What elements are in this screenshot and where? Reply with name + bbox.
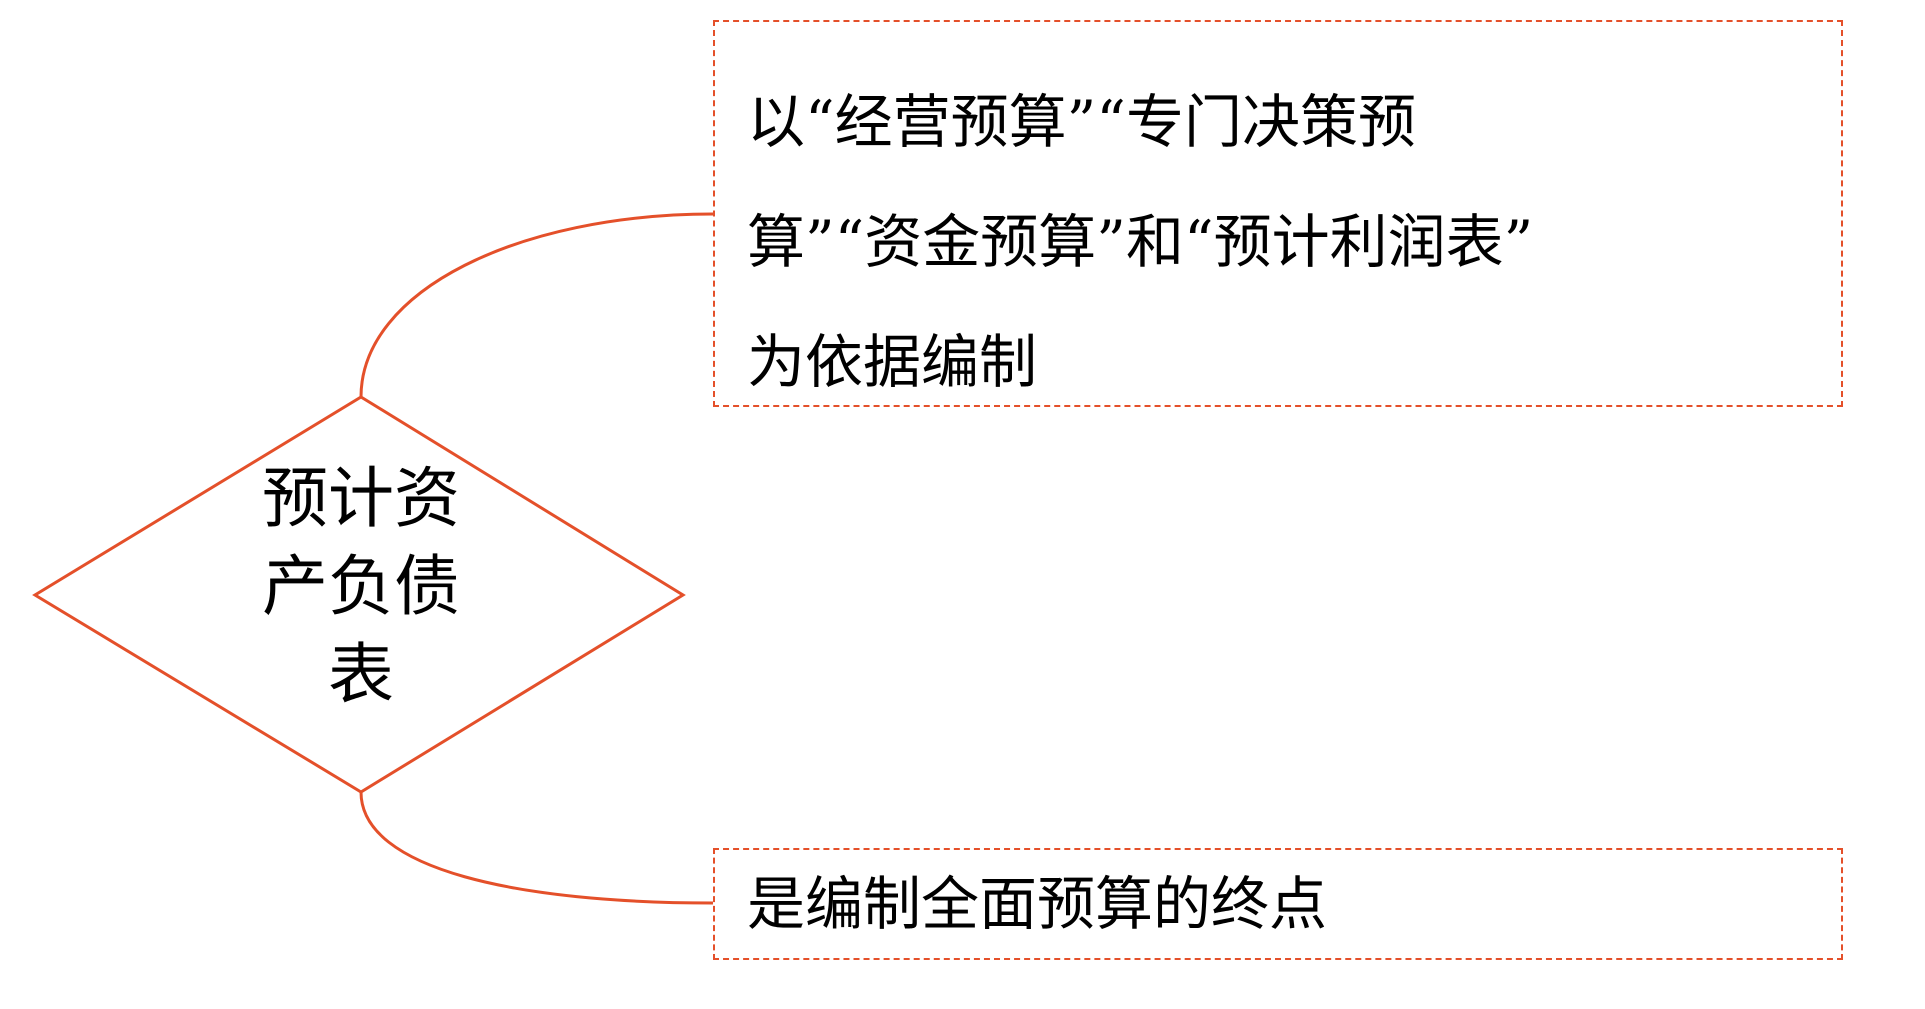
central-node-label: 预计资 产负债 表 (235, 455, 487, 719)
central-node-label-line: 预计资 (262, 460, 460, 537)
top-branch-text-line: 算”“资金预算”和“预计利润表” (747, 208, 1534, 276)
top-branch-text-line: 为依据编制 (747, 328, 1038, 396)
connector-top (359, 212, 714, 398)
central-node-label-line: 产负债 (262, 548, 460, 625)
bottom-branch-box: 是编制全面预算的终点 (713, 848, 1843, 960)
connector-bottom (359, 791, 714, 905)
top-branch-text-line: 以“经营预算”“专门决策预 (747, 88, 1416, 156)
top-branch-box: 以“经营预算”“专门决策预 算”“资金预算”和“预计利润表” 为依据编制 (713, 20, 1843, 407)
bottom-branch-text-line: 是编制全面预算的终点 (747, 870, 1328, 938)
central-node-label-line: 表 (328, 636, 394, 713)
